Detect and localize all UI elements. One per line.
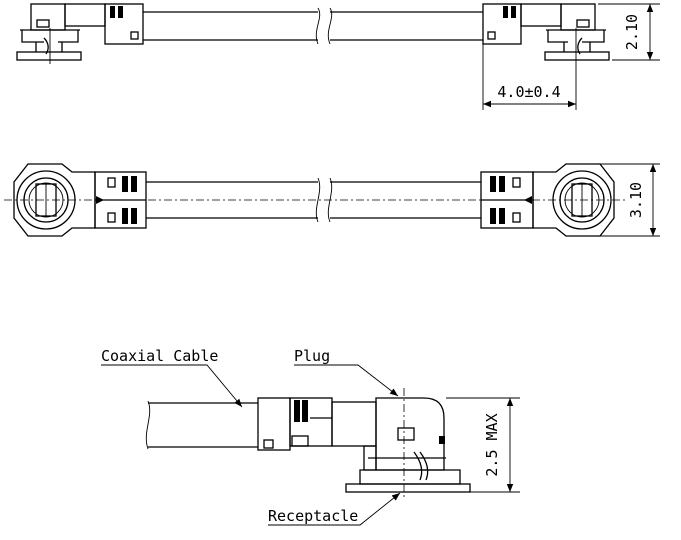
dim-top-length-label: 4.0±0.4	[497, 83, 560, 101]
middle-right-connector	[480, 163, 615, 237]
top-side-view: 2.10 4.0±0.4	[16, 3, 660, 110]
plug-label: Plug	[294, 347, 330, 365]
middle-left-connector	[13, 163, 147, 237]
dim-middle-width: 3.10	[566, 163, 660, 237]
receptacle-label: Receptacle	[268, 507, 358, 525]
dim-top-height-label: 2.10	[623, 14, 641, 50]
dim-middle-width-label: 3.10	[627, 182, 645, 218]
dim-top-length: 4.0±0.4	[482, 44, 577, 110]
dim-top-height: 2.10	[598, 3, 660, 61]
middle-cable	[146, 177, 481, 223]
bottom-mated-view: 2.5 MAX Coaxial Cable Plug Receptacle	[101, 347, 520, 526]
bottom-plug	[257, 397, 445, 471]
middle-plan-view: 3.10	[4, 163, 660, 237]
top-cable	[143, 7, 483, 45]
coaxial-cable-label: Coaxial Cable	[101, 347, 218, 365]
bottom-cable	[145, 400, 258, 450]
top-right-connector	[482, 3, 610, 64]
callout-coaxial-cable: Coaxial Cable	[101, 347, 243, 408]
callout-plug: Plug	[294, 347, 399, 397]
dim-bottom-height-label: 2.5 MAX	[483, 413, 501, 476]
top-left-connector	[16, 3, 144, 64]
callout-receptacle: Receptacle	[268, 492, 401, 526]
bottom-receptacle	[345, 445, 471, 493]
dim-bottom-height: 2.5 MAX	[446, 397, 520, 493]
